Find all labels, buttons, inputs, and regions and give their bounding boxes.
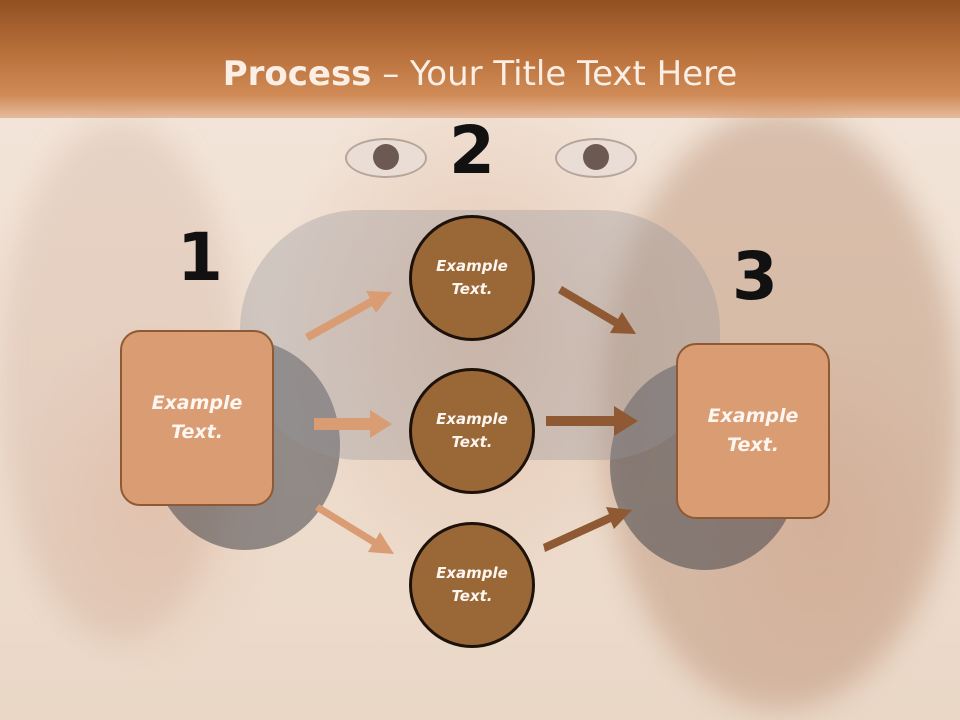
title-rest: – Your Title Text Here [371, 54, 738, 94]
arrow-top-to-right [558, 286, 636, 334]
eye [555, 138, 637, 178]
eye [345, 138, 427, 178]
right-box-line1: Example [707, 405, 799, 427]
arrow-left-to-top [305, 291, 392, 341]
arrow-left-to-middle [314, 410, 392, 438]
arrow-left-to-bottom [315, 504, 394, 554]
right-box-line2: Text. [727, 434, 779, 456]
left-box-line1: Example [151, 392, 243, 414]
step-number-3: 3 [732, 238, 778, 315]
step-number-2: 2 [449, 112, 495, 189]
circle-bottom-line2: Text. [451, 587, 493, 605]
circle-top-line1: Example [436, 257, 508, 275]
left-box-line2: Text. [171, 421, 223, 443]
arrow-middle-to-right [546, 406, 638, 436]
step-number-1: 1 [177, 219, 223, 296]
circle-bottom-line1: Example [436, 564, 508, 582]
header-bar [0, 0, 960, 118]
slide-title: Process – Your Title Text Here [0, 52, 960, 96]
circle-middle-line2: Text. [451, 433, 493, 451]
title-bold: Process [222, 54, 372, 94]
arrow-bottom-to-right [543, 507, 632, 552]
circle-top-line2: Text. [451, 280, 493, 298]
circle-middle-line1: Example [436, 410, 508, 428]
